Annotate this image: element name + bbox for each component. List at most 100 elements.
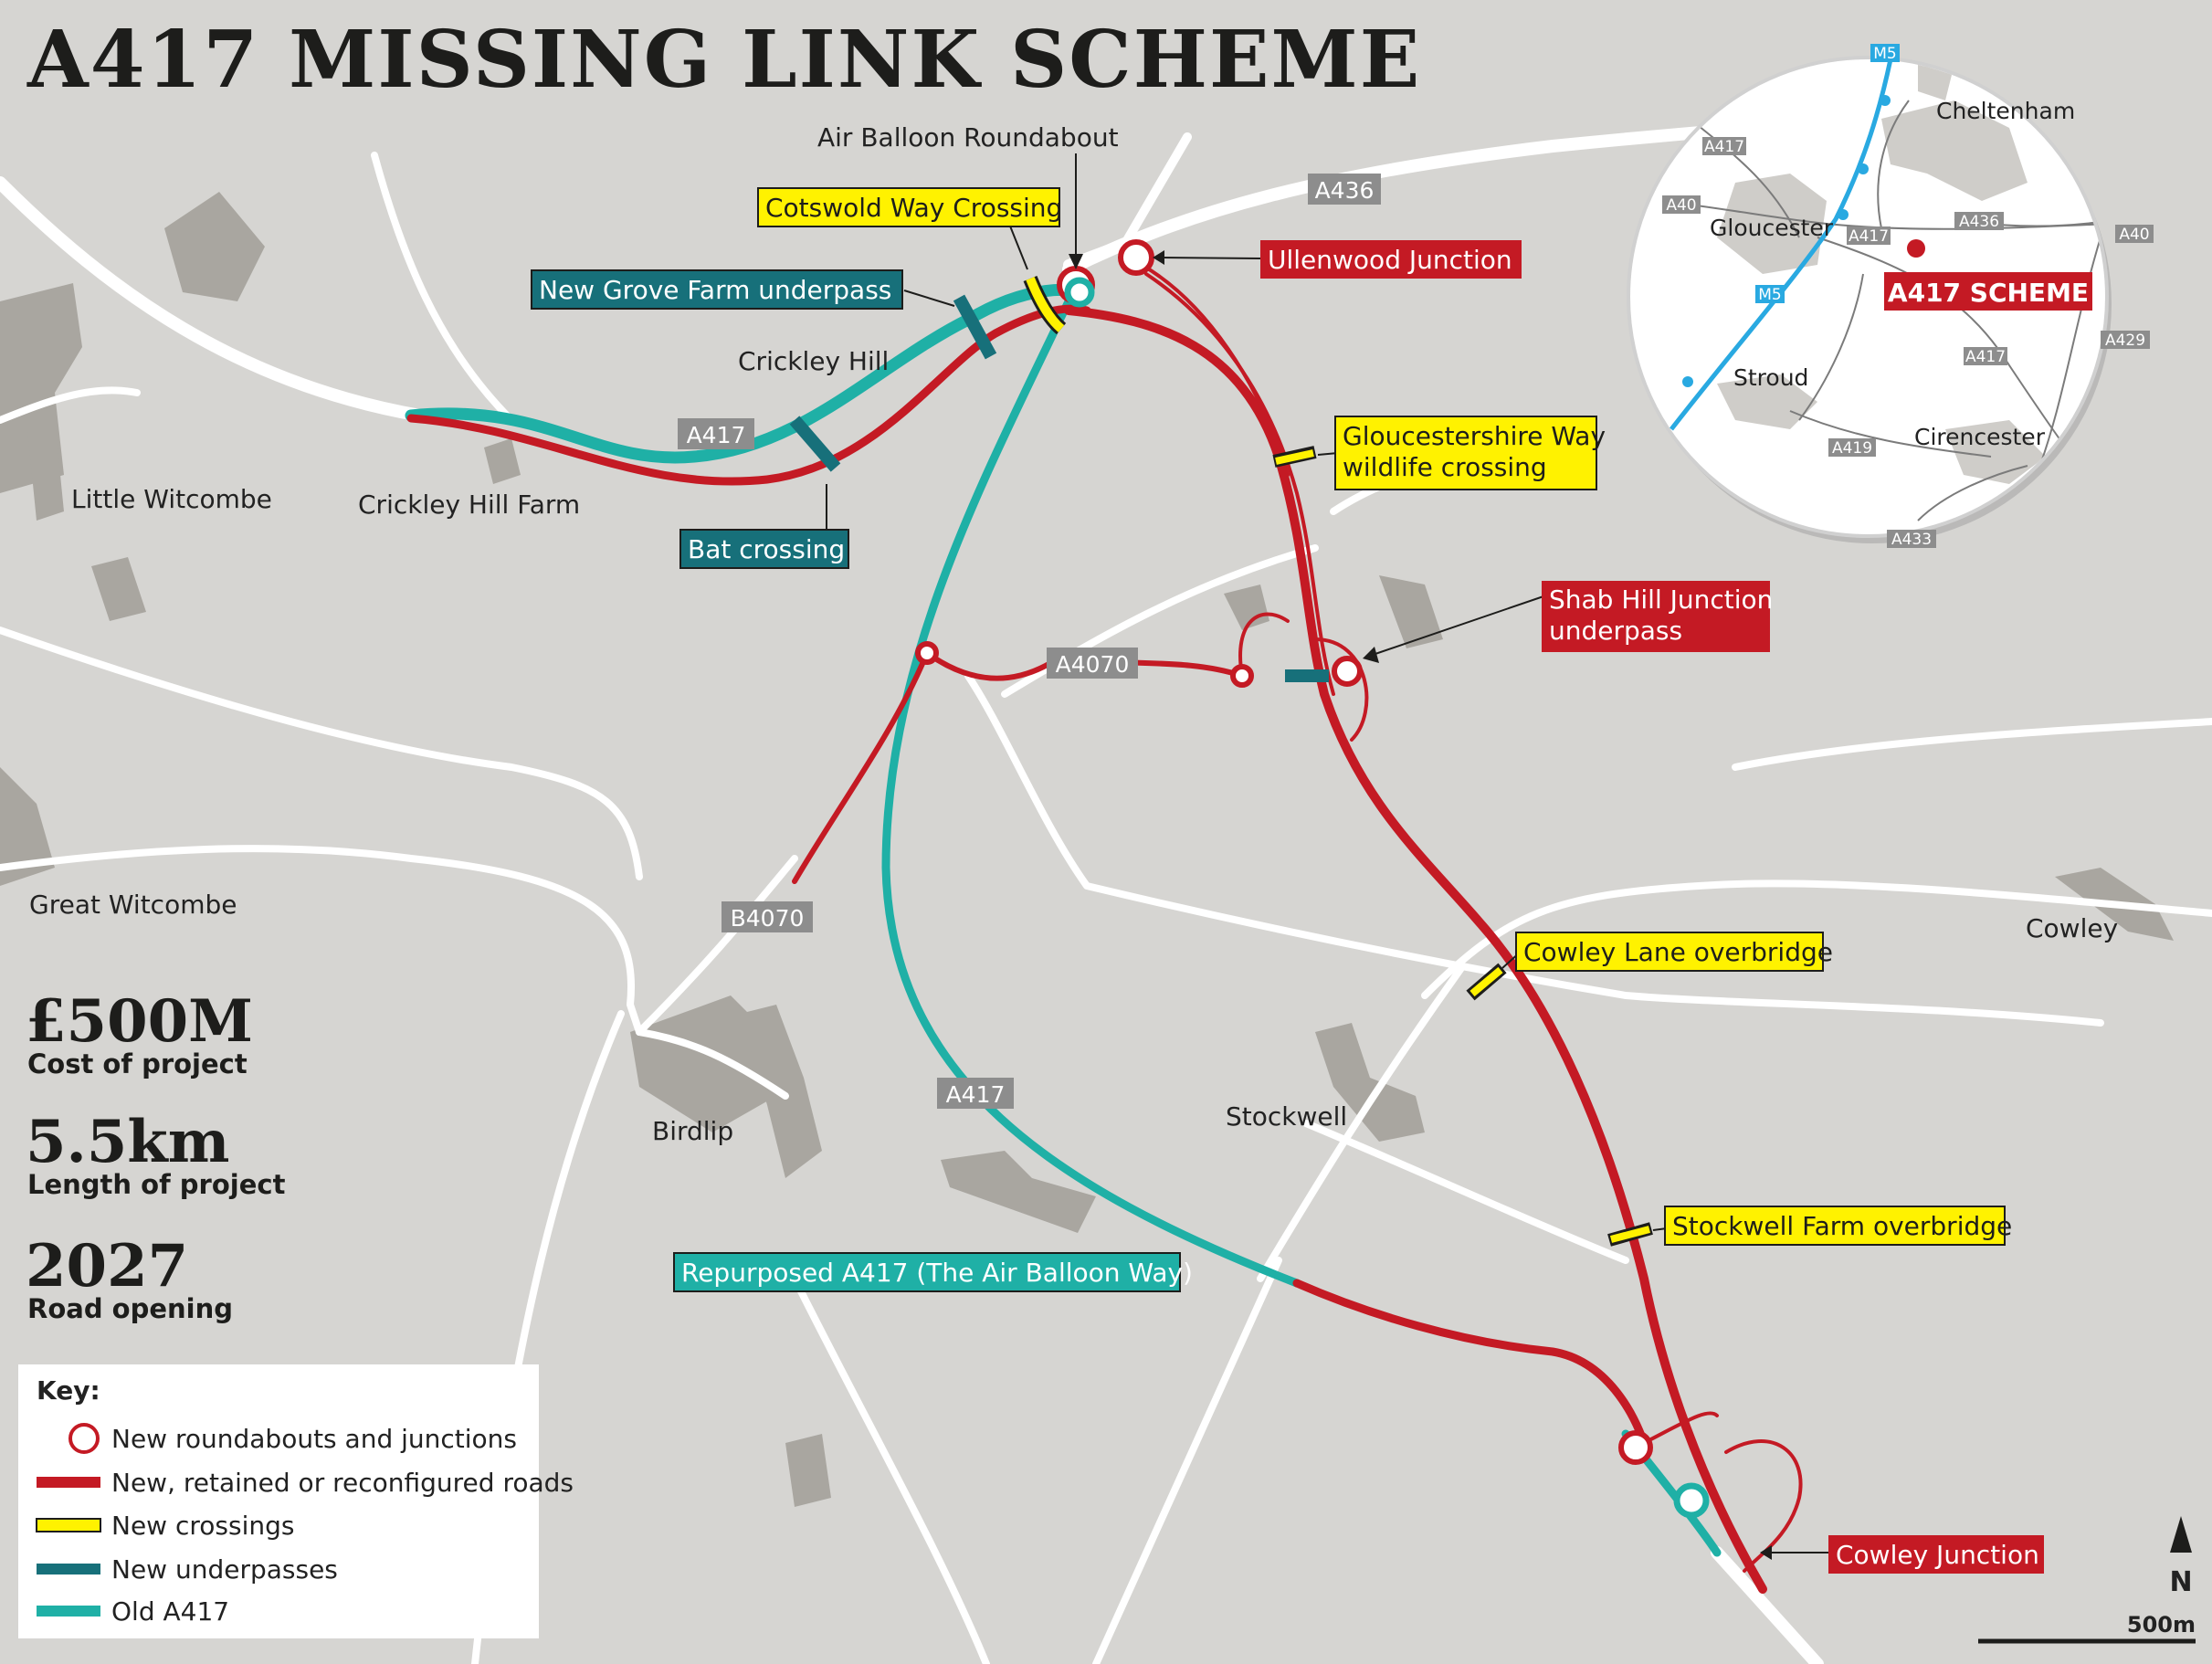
road-stockwell-east <box>1302 1120 1629 1264</box>
inset-road-labels: M5 M5 A417 A40 A417 A436 A40 A429 A417 A… <box>1662 44 2154 549</box>
key-underpasses-label: New underpasses <box>111 1554 338 1585</box>
place-great-witcombe: Great Witcombe <box>29 890 237 920</box>
settlement-west <box>0 283 82 493</box>
old-a417-repurposed <box>881 297 1301 1288</box>
road-east <box>1421 879 2212 999</box>
callout-gloucestershire-way-line1: Gloucestershire Way <box>1343 421 1606 451</box>
road-label-a4070-bg <box>1047 648 1138 679</box>
callout-shab-hill-line1: Shab Hill Junction <box>1549 585 1773 615</box>
inset-label-a419: A419 <box>1832 439 1872 458</box>
road-label-a436: A436 <box>1308 174 1381 205</box>
stockwell-farm-crossing <box>1609 1226 1651 1243</box>
road-label-a417-north-bg <box>678 418 754 449</box>
callout-bat-crossing-box <box>679 529 849 569</box>
callout-new-grove-farm-text: New Grove Farm underpass <box>539 275 891 305</box>
inset-place-stroud: Stroud <box>1733 364 1808 391</box>
callout-shab-hill: Shab Hill Junction underpass <box>1542 581 1773 652</box>
inset-m5-junction-3 <box>1838 209 1849 220</box>
callout-new-grove-farm: New Grove Farm underpass <box>531 269 903 310</box>
cotswold-crossing <box>1026 277 1065 332</box>
inset-label-a417-se-bg <box>1964 347 2007 365</box>
road-label-a417-north-text: A417 <box>687 422 746 448</box>
inset-road-a417-nw <box>1689 118 1800 238</box>
key-roundabout-symbol <box>68 1423 100 1454</box>
road-mid-west <box>0 627 643 880</box>
inset-towns <box>1717 59 2046 484</box>
key-underpasses-symbol <box>37 1564 100 1574</box>
inset-road-a433 <box>1917 465 2028 521</box>
callout-cowley-lane-text: Cowley Lane overbridge <box>1523 937 1833 967</box>
callout-cowley-lane: Cowley Lane overbridge <box>1515 932 1833 972</box>
scale-bar: 500m <box>1978 1612 2196 1644</box>
callout-cowley-junction: Cowley Junction <box>1828 1535 2044 1574</box>
inset-m5-junction-2 <box>1858 163 1869 174</box>
callout-new-grove-farm-box <box>531 269 903 310</box>
inset-label-a429: A429 <box>2105 332 2145 350</box>
place-cowley: Cowley <box>2026 913 2118 943</box>
callout-repurposed-a417-box <box>673 1252 1181 1292</box>
arrowhead-cowley <box>1760 1545 1772 1560</box>
settlement-small-1 <box>91 557 146 621</box>
inset-label-a40-w: A40 <box>1666 196 1696 215</box>
settlements <box>0 192 2174 1507</box>
inset-label-a429-bg <box>2101 331 2150 349</box>
callout-cotswold-way-box <box>757 187 1060 227</box>
inset-scheme-label-box <box>1884 272 2092 311</box>
callout-repurposed-a417-text: Repurposed A417 (The Air Balloon Way) <box>681 1258 1193 1288</box>
stat-cost-value: £500M <box>26 987 253 1056</box>
key-roundabout-label: New roundabouts and junctions <box>111 1424 517 1454</box>
inset-road-cheltenham-link <box>1877 100 1910 229</box>
leader-shab <box>1369 595 1544 657</box>
new-crossings <box>1023 275 1653 1247</box>
underpass-bat-crossing <box>789 416 841 472</box>
roundabout-shab-hill <box>1332 656 1363 687</box>
road-little-witcombe <box>0 386 141 424</box>
callout-cowley-junction-box <box>1828 1535 2044 1574</box>
inset-label-a417-nw: A417 <box>1704 138 1744 156</box>
callout-stockwell-farm-box <box>1664 1206 2006 1246</box>
inset-label-a417-se: A417 <box>1965 348 2006 366</box>
road-label-b4070-text: B4070 <box>731 905 805 932</box>
new-cowley-west-link <box>1292 1279 1648 1448</box>
inset-label-a40-e: A40 <box>2119 226 2149 244</box>
callout-stockwell-farm: Stockwell Farm overbridge <box>1664 1206 2012 1246</box>
inset-place-gloucester: Gloucester <box>1710 215 1834 241</box>
callout-shab-hill-box <box>1542 581 1770 652</box>
old-a417-north-section <box>405 283 1084 464</box>
place-crickley-hill-farm: Crickley Hill Farm <box>358 490 580 520</box>
callout-bat-crossing: Bat crossing <box>679 529 849 569</box>
settlement-great-witcombe <box>0 767 55 886</box>
road-birdlip-east <box>636 1028 789 1100</box>
roundabout-ullenwood <box>1118 239 1154 276</box>
inset-label-a417-nw-bg <box>1702 137 1746 155</box>
road-label-a4070-text: A4070 <box>1056 651 1130 678</box>
road-a417-west <box>0 176 427 422</box>
inset-label-a40-w-bg <box>1662 195 1701 214</box>
inset-label-m5-top-bg <box>1870 44 1900 62</box>
settlement-nw <box>164 192 265 301</box>
inset-label-m5-top: M5 <box>1873 45 1896 63</box>
inset-town-stroud <box>1717 374 1817 429</box>
callout-repurposed-a417: Repurposed A417 (The Air Balloon Way) <box>673 1252 1193 1292</box>
inset-town-cheltenham <box>1881 100 2028 201</box>
inset-label-a417-mid: A417 <box>1849 227 1889 246</box>
leader-new-grove <box>903 290 955 307</box>
callout-cotswold-way: Cotswold Way Crossing <box>757 187 1062 227</box>
glos-way-crossing <box>1275 449 1314 465</box>
key-crossings-symbol <box>36 1518 101 1532</box>
roundabout-a4070 <box>1230 664 1254 688</box>
north-label: N <box>2169 1566 2192 1598</box>
road-stockwell-south <box>1092 1257 1282 1664</box>
leader-lines <box>826 153 1829 1553</box>
inset-label-a436: A436 <box>1959 213 1999 231</box>
callout-ullenwood: Ullenwood Junction <box>1260 240 1522 279</box>
inset-place-cirencester: Cirencester <box>1914 424 2046 450</box>
new-a417-main <box>1064 306 1767 1594</box>
stat-length-value: 5.5km <box>26 1108 229 1176</box>
map-key: Key: New roundabouts and junctions New, … <box>18 1364 574 1638</box>
road-label-b4070-bg <box>722 901 813 932</box>
key-old-a417-label: Old A417 <box>111 1596 229 1627</box>
arrowhead-air-balloon <box>1069 254 1083 269</box>
key-crossings-label: New crossings <box>111 1511 294 1541</box>
road-b4070-south <box>636 855 798 1036</box>
